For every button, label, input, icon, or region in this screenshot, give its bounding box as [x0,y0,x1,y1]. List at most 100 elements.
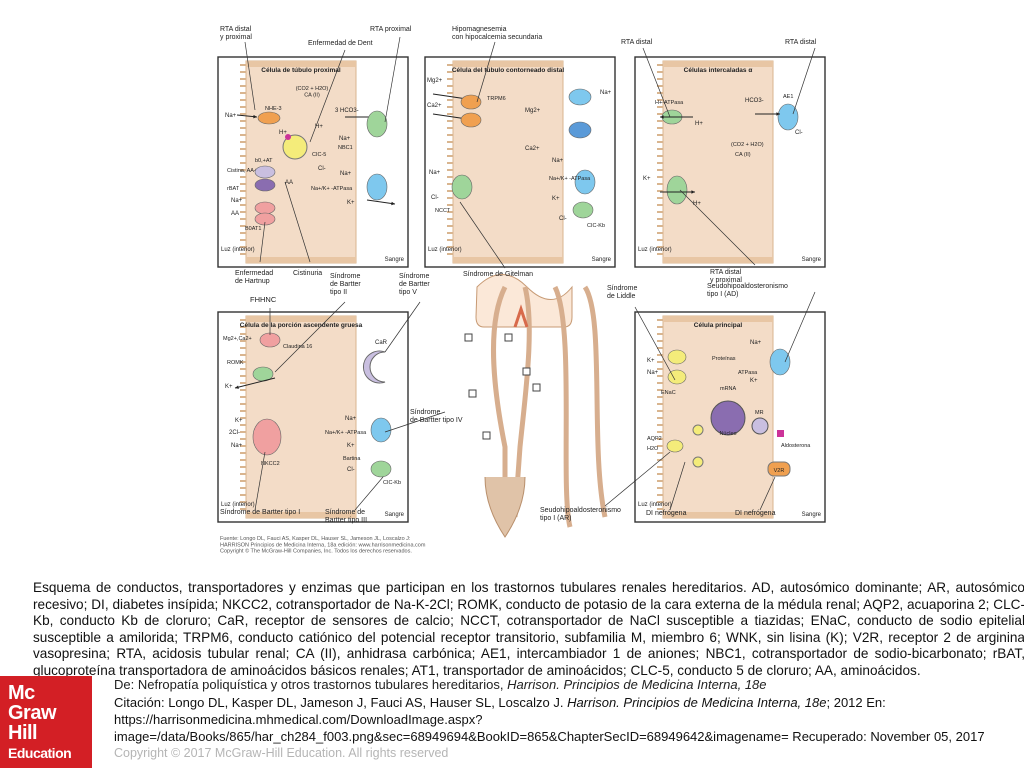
panel-principal-luz-label: Luz (interior) [638,502,672,508]
panel-proximal-title: Célula de túbulo proximal [261,67,341,74]
nbc1-transporter [366,110,388,138]
ic-atpase: H+-ATPasa [655,100,684,106]
distal-ca: Ca2+ [427,103,442,109]
proximal-arrow-na-head [253,114,257,119]
segment-marker-0 [464,333,473,342]
callout-gitelman: Síndrome de Gitelman [463,271,533,278]
proximal-rbat: rBAT [227,186,240,192]
panel-thick-cell [245,315,357,519]
aqp2-vesicle [692,424,704,436]
ic-k-channel [666,175,688,205]
proximal-arrow-k-head [391,201,395,206]
distal-mg: Mg2+ [427,78,443,84]
leader-line-9 [679,189,756,266]
thick-k3: K+ [347,443,355,449]
panel-thick-luz-label: Luz (interior) [221,502,255,508]
citation-label: Citación: [114,695,165,710]
thick-nkcc2: NKCC2 [261,461,280,467]
ic-arrow-h-head [660,115,664,119]
car-receptor [363,350,386,384]
leader-line-16 [254,451,266,511]
distal-cl: Cl- [431,195,439,201]
thick-atpase [370,417,392,443]
thick-na: Na+ [231,443,243,449]
ic-h2: H+ [693,201,701,207]
nucleus [710,400,746,436]
leader-line-7 [284,181,311,263]
thick-atpase-label: Na+/K+ -ATPasa [325,430,367,436]
pc-k: K+ [647,358,655,364]
enac-channel [667,369,687,385]
thick-na2: Na+ [345,416,357,422]
trpm6-transporter-b [460,112,482,128]
proximal-na3: Na+ [231,198,243,204]
panel-distal-cell [452,60,564,264]
copyright-notice: Copyright © 2017 McGraw-Hill Education. … [114,746,449,760]
thick-clckb-label: CIC-Kb [383,480,401,486]
figure-caption: Esquema de conductos, transportadores y … [33,580,1024,678]
panel-principal-title: Célula principal [694,322,743,329]
distal-clckb-label: CIC-Kb [587,223,605,229]
rbat-transporter [254,178,276,192]
callout-bartter-i: Síndrome de Bartter tipo I [220,509,300,516]
leader-line-0 [244,41,256,111]
panel-intercalated-junction-bottom [663,257,773,263]
aldosterone-square [777,430,784,437]
pc-proteinas: Proteínas [712,356,736,362]
callout-rta-proximal: RTA proximal [370,26,412,33]
proximal-arrow-k [366,199,396,205]
panel-distal-title: Célula del túbulo contorneado distal [452,67,565,74]
leader-line-19 [669,461,686,511]
segment-marker-5 [532,383,541,392]
pc-na2: Na+ [750,340,762,346]
distal-clckb [572,201,594,219]
leader-line-18 [604,451,671,507]
segment-marker-2 [468,389,477,398]
proximal-k: K+ [347,200,355,206]
distal-ca-exchanger [568,121,592,139]
collecting-duct [484,476,526,538]
thick-romk: ROMK [227,360,244,366]
nkcc2-transporter [252,418,282,456]
proximal-cistina: Cistina, AA+ [227,168,257,174]
leader-line-13 [634,306,676,381]
proximal-cl: Cl- [318,166,326,172]
proximal-na4: Na+ [340,171,352,177]
distal-ca2: Ca2+ [525,146,540,152]
panel-principal-junction-top [663,316,773,322]
callout-di-2: DI nefrógena [735,510,776,517]
citation-authors: Longo DL, Kasper DL, Jameson J, Fauci AS… [164,695,568,710]
thick-arrow-k-head [235,385,239,389]
callout-rta-distal-1: RTA distal [621,39,653,46]
pc-atpasa: ATPasa [738,370,758,376]
thick-cl: Cl- [347,467,355,473]
ic-co2: (CO2 + H2O) [731,142,764,148]
callout-cistinuria: Cistinuria [293,270,322,277]
proximal-atpase [366,173,388,201]
b0at-transporter [254,165,276,179]
macula-densa [513,304,529,328]
aqp2-vesicle-b [692,456,704,468]
citation-rest: ; 2012 En: https://harrisonmedicina.mhme… [114,695,985,745]
leader-line-17 [354,476,384,511]
pc-aqp2: AQP2 [647,436,662,442]
proximal-hco3: 3 HCO3- [335,108,359,114]
pc-atpase [769,348,791,376]
citation: Citación: Longo DL, Kasper DL, Jameson J… [114,694,1014,746]
thick-clckb [370,460,392,478]
ic-arrow-hco3-head [776,112,780,116]
pc-mr: MR [755,410,764,416]
proximal-b0at1: B0AT1 [245,226,261,232]
thick-mgca: Mg2+,Ca2+ [223,336,252,342]
leader-line-20 [759,476,776,511]
segment-marker-1 [504,333,513,342]
panel-intercalated-luz-label: Luz (interior) [638,247,672,253]
panel-distal-sangre-label: Sangre [592,257,612,263]
